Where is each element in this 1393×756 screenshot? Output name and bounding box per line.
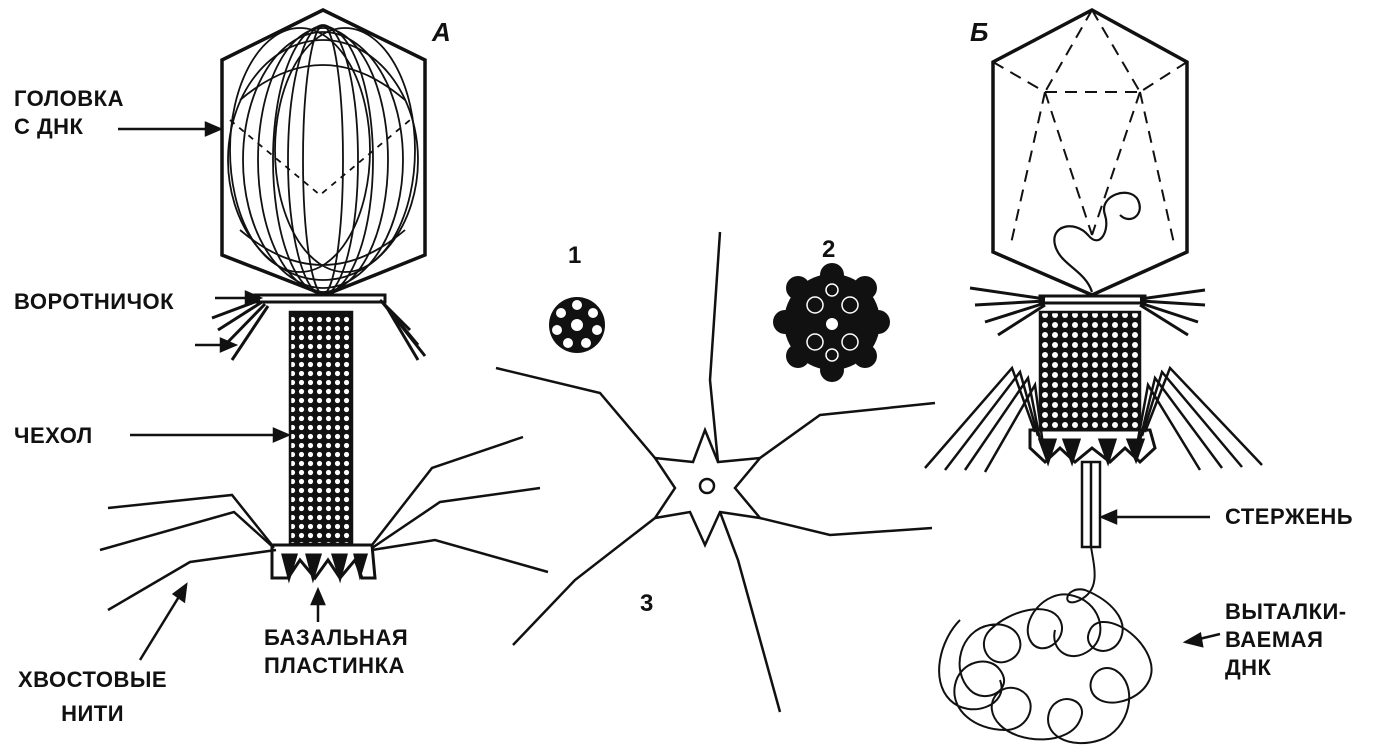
section-number-2: 2 [822,236,836,264]
label-baseplate: БАЗАЛЬНАЯ ПЛАСТИНКА [264,624,408,680]
label-sheath: ЧЕХОЛ [14,422,93,450]
label-baseplate-line-1: БАЗАЛЬНАЯ [264,624,408,652]
label-ejected-dna-line-2: ВАЕМАЯ [1225,626,1347,654]
phage-a-sheath [290,312,352,544]
phage-b-baseplate [1030,430,1155,462]
label-head-line-1: ГОЛОВКА [14,85,124,113]
phage-a-head [222,10,425,295]
label-head: ГОЛОВКА С ДНК [14,85,124,141]
label-baseplate-line-2: ПЛАСТИНКА [264,652,408,680]
phage-b-head [993,10,1187,295]
panel-letter-a: А [432,18,451,46]
section-number-3: 3 [640,590,654,618]
phage-b [925,10,1262,743]
baseplate-section-1 [549,297,605,353]
phage-b-core [1082,462,1100,547]
label-collar: ВОРОТНИЧОК [14,288,174,316]
baseplate-section-2 [773,263,890,382]
label-tail-fibers-line-2: НИТИ [18,700,167,728]
label-ejected-dna: ВЫТАЛКИ- ВАЕМАЯ ДНК [1225,598,1347,682]
section-number-1: 1 [568,242,582,270]
label-head-line-2: С ДНК [14,113,124,141]
panel-letter-b: Б [970,18,989,46]
label-ejected-dna-line-3: ДНК [1225,654,1347,682]
label-core: СТЕРЖЕНЬ [1225,503,1353,531]
phage-b-sheath [1040,312,1140,430]
label-tail-fibers-line-1: ХВОСТОВЫЕ [18,666,167,694]
label-tail-fibers: ХВОСТОВЫЕ НИТИ [18,666,167,728]
phage-b-ejected-dna [939,547,1151,743]
label-ejected-dna-line-1: ВЫТАЛКИ- [1225,598,1347,626]
phage-a-baseplate [272,545,375,578]
